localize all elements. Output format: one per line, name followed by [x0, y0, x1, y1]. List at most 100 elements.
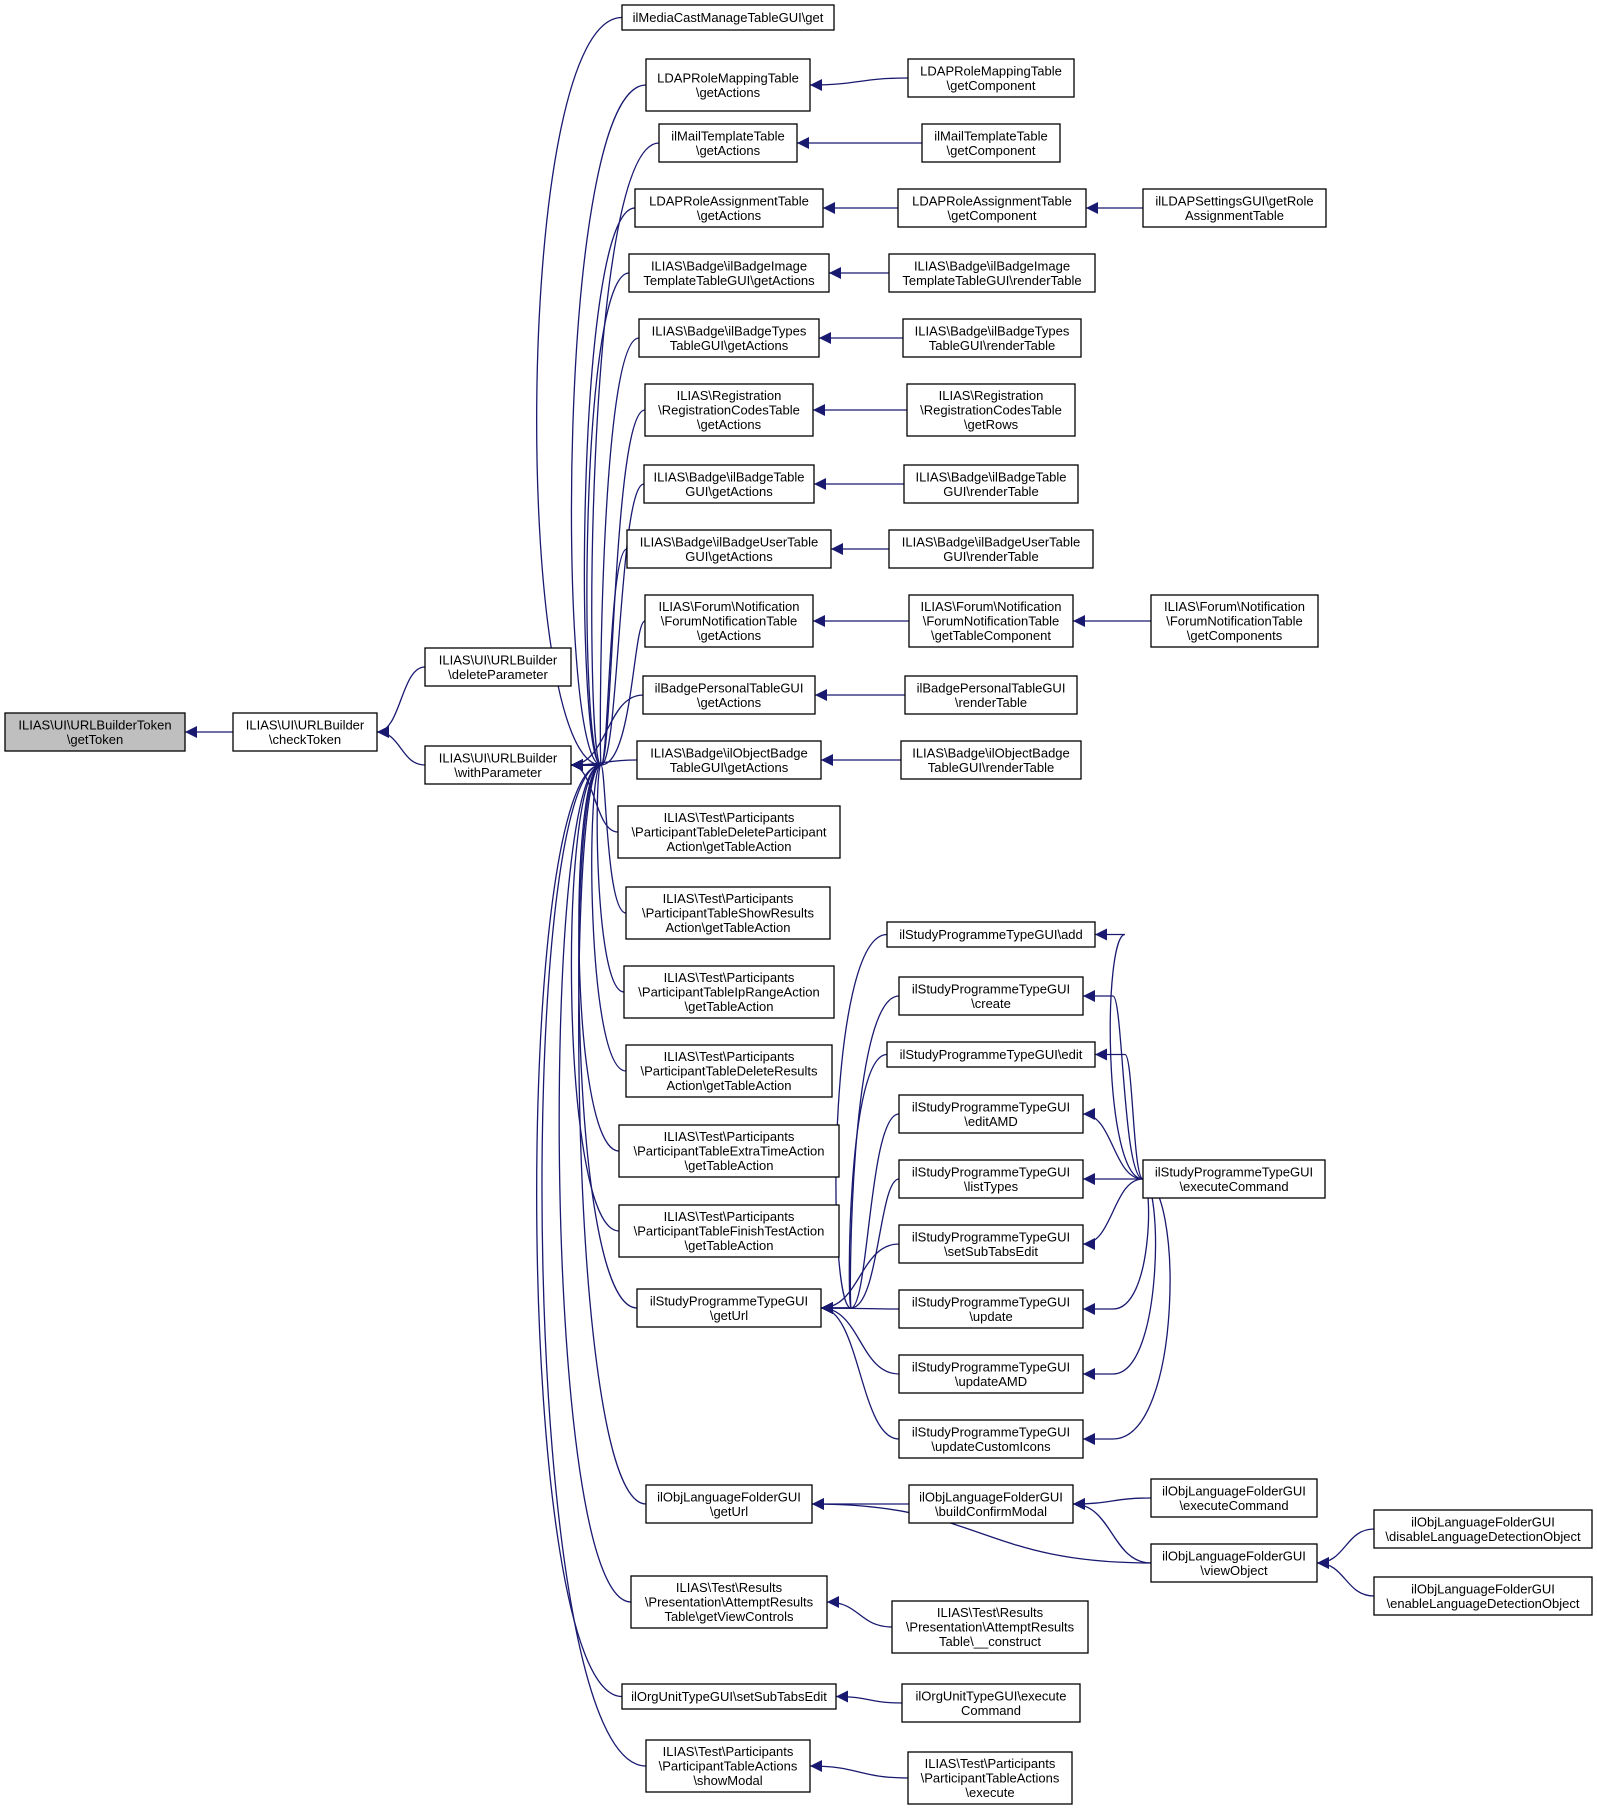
graph-node-n7[interactable]: ilMailTemplateTable\getActions	[658, 123, 798, 163]
node-label: TableGUI\getActions	[670, 338, 789, 353]
graph-node-n38[interactable]: ilStudyProgrammeTypeGUI\edit	[886, 1041, 1096, 1068]
node-label: ILIAS\Registration	[939, 388, 1044, 403]
node-label: ilObjLanguageFolderGUI	[657, 1489, 801, 1504]
graph-node-n32[interactable]: ILIAS\Test\Participants\ParticipantTable…	[625, 1044, 833, 1098]
graph-node-n29[interactable]: ILIAS\Test\Participants\ParticipantTable…	[617, 805, 841, 859]
node-box	[232, 712, 378, 752]
graph-node-n2[interactable]: ILIAS\UI\URLBuilder\deleteParameter	[424, 647, 572, 687]
graph-node-n52[interactable]: ILIAS\Test\Results\Presentation\AttemptR…	[630, 1575, 828, 1629]
graph-node-n21[interactable]: ILIAS\Badge\ilBadgeUserTableGUI\renderTa…	[888, 529, 1094, 569]
graph-node-n34[interactable]: ILIAS\Test\Participants\ParticipantTable…	[618, 1204, 840, 1258]
graph-node-n53[interactable]: ILIAS\Test\Results\Presentation\AttemptR…	[891, 1600, 1089, 1654]
graph-node-n44[interactable]: ilStudyProgrammeTypeGUI\updateCustomIcon…	[898, 1419, 1084, 1459]
node-label: Action\getTableAction	[666, 839, 791, 854]
graph-node-n49[interactable]: ilObjLanguageFolderGUI\viewObject	[1150, 1543, 1318, 1583]
node-label: \updateAMD	[955, 1374, 1027, 1389]
graph-node-n4[interactable]: ilMediaCastManageTableGUI\get	[621, 4, 835, 31]
graph-node-n45[interactable]: ilStudyProgrammeTypeGUI\executeCommand	[1142, 1159, 1326, 1199]
graph-node-n13[interactable]: ILIAS\Badge\ilBadgeImageTemplateTableGUI…	[888, 253, 1096, 293]
node-label: ILIAS\Test\Participants	[925, 1756, 1056, 1771]
graph-node-n35[interactable]: ilStudyProgrammeTypeGUI\getUrl	[636, 1288, 822, 1328]
graph-node-n42[interactable]: ilStudyProgrammeTypeGUI\update	[898, 1289, 1084, 1329]
node-label: \getComponent	[948, 208, 1037, 223]
node-label: ILIAS\UI\URLBuilder	[246, 717, 365, 732]
node-label: \deleteParameter	[448, 667, 548, 682]
graph-node-n28[interactable]: ILIAS\Badge\ilObjectBadgeTableGUI\render…	[900, 740, 1082, 780]
graph-node-n26[interactable]: ilBadgePersonalTableGUI\renderTable	[904, 675, 1078, 715]
node-label: GUI\getActions	[685, 484, 773, 499]
graph-node-n15[interactable]: ILIAS\Badge\ilBadgeTypesTableGUI\renderT…	[902, 318, 1082, 358]
node-box	[644, 594, 814, 648]
graph-node-n10[interactable]: LDAPRoleAssignmentTable\getComponent	[897, 188, 1087, 228]
graph-node-n12[interactable]: ILIAS\Badge\ilBadgeImageTemplateTableGUI…	[628, 253, 830, 293]
graph-node-n24[interactable]: ILIAS\Forum\Notification\ForumNotificati…	[1150, 594, 1319, 648]
node-label: ilMailTemplateTable	[934, 128, 1047, 143]
graph-node-n36[interactable]: ilStudyProgrammeTypeGUI\add	[886, 921, 1096, 948]
node-label: LDAPRoleMappingTable	[657, 70, 799, 85]
node-label: ilOrgUnitTypeGUI\setSubTabsEdit	[631, 1689, 827, 1704]
node-label: \executeCommand	[1179, 1498, 1288, 1513]
graph-node-n30[interactable]: ILIAS\Test\Participants\ParticipantTable…	[625, 886, 831, 940]
node-label: ILIAS\Test\Participants	[664, 1129, 795, 1144]
graph-node-n3[interactable]: ILIAS\UI\URLBuilder\withParameter	[424, 745, 572, 785]
graph-node-n14[interactable]: ILIAS\Badge\ilBadgeTypesTableGUI\getActi…	[638, 318, 820, 358]
graph-node-n8[interactable]: ilMailTemplateTable\getComponent	[921, 123, 1061, 163]
graph-node-n23[interactable]: ILIAS\Forum\Notification\ForumNotificati…	[908, 594, 1074, 648]
graph-node-n54[interactable]: ilOrgUnitTypeGUI\setSubTabsEdit	[621, 1683, 837, 1710]
graph-node-n20[interactable]: ILIAS\Badge\ilBadgeUserTableGUI\getActio…	[626, 529, 832, 569]
node-label: \ForumNotificationTable	[923, 614, 1060, 629]
graph-node-n5[interactable]: LDAPRoleMappingTable\getActions	[645, 58, 811, 112]
graph-node-n37[interactable]: ilStudyProgrammeTypeGUI\create	[898, 976, 1084, 1016]
graph-edge-54	[1083, 1178, 1150, 1315]
graph-node-n9[interactable]: LDAPRoleAssignmentTable\getActions	[634, 188, 824, 228]
edges	[185, 16, 1375, 1779]
node-label: AssignmentTable	[1185, 208, 1284, 223]
node-box	[901, 1683, 1081, 1723]
graph-node-n51[interactable]: ilObjLanguageFolderGUI\enableLanguageDet…	[1373, 1576, 1593, 1616]
graph-node-n43[interactable]: ilStudyProgrammeTypeGUI\updateAMD	[898, 1354, 1084, 1394]
graph-node-n50[interactable]: ilObjLanguageFolderGUI\disableLanguageDe…	[1373, 1509, 1593, 1549]
graph-node-n16[interactable]: ILIAS\Registration\RegistrationCodesTabl…	[644, 383, 814, 437]
graph-edge-3	[536, 16, 623, 771]
node-label: ILIAS\Badge\ilBadgeTypes	[915, 323, 1070, 338]
graph-node-n1[interactable]: ILIAS\UI\URLBuilder\checkToken	[232, 712, 378, 752]
node-box	[886, 1041, 1096, 1068]
graph-edge-26	[809, 77, 909, 91]
graph-node-n47[interactable]: ilObjLanguageFolderGUI\buildConfirmModal	[908, 1484, 1074, 1524]
graph-node-n27[interactable]: ILIAS\Badge\ilObjectBadgeTableGUI\getAct…	[636, 740, 822, 780]
graph-node-n55[interactable]: ilOrgUnitTypeGUI\executeCommand	[901, 1683, 1081, 1723]
graph-node-n41[interactable]: ilStudyProgrammeTypeGUI\setSubTabsEdit	[898, 1224, 1084, 1264]
graph-node-n46[interactable]: ilObjLanguageFolderGUI\getUrl	[645, 1484, 813, 1524]
graph-node-n48[interactable]: ilObjLanguageFolderGUI\executeCommand	[1150, 1478, 1318, 1518]
node-box	[888, 529, 1094, 569]
graph-node-n56[interactable]: ILIAS\Test\Participants\ParticipantTable…	[645, 1739, 811, 1793]
node-box	[424, 647, 572, 687]
node-label: ilObjLanguageFolderGUI	[1411, 1514, 1555, 1529]
graph-node-n40[interactable]: ilStudyProgrammeTypeGUI\listTypes	[898, 1159, 1084, 1199]
graph-node-n31[interactable]: ILIAS\Test\Participants\ParticipantTable…	[623, 965, 835, 1019]
graph-node-n22[interactable]: ILIAS\Forum\Notification\ForumNotificati…	[644, 594, 814, 648]
node-box	[645, 1484, 813, 1524]
graph-node-n17[interactable]: ILIAS\Registration\RegistrationCodesTabl…	[906, 383, 1076, 437]
node-box	[886, 921, 1096, 948]
node-label: \update	[969, 1309, 1012, 1324]
graph-node-n39[interactable]: ilStudyProgrammeTypeGUI\editAMD	[898, 1094, 1084, 1134]
graph-edge-22	[571, 759, 647, 1505]
graph-node-n33[interactable]: ILIAS\Test\Participants\ParticipantTable…	[618, 1124, 840, 1178]
node-label: LDAPRoleAssignmentTable	[649, 193, 809, 208]
node-box	[638, 318, 820, 358]
node-label: \execute	[965, 1785, 1014, 1800]
graph-node-n57[interactable]: ILIAS\Test\Participants\ParticipantTable…	[907, 1751, 1073, 1805]
graph-node-n6[interactable]: LDAPRoleMappingTable\getComponent	[907, 58, 1075, 98]
node-label: \enableLanguageDetectionObject	[1387, 1596, 1580, 1611]
node-label: ILIAS\Badge\ilObjectBadge	[912, 745, 1070, 760]
node-label: TableGUI\renderTable	[928, 760, 1054, 775]
node-label: \getActions	[697, 208, 762, 223]
node-label: GUI\renderTable	[943, 484, 1038, 499]
graph-node-n25[interactable]: ilBadgePersonalTableGUI\getActions	[642, 675, 816, 715]
graph-node-n0[interactable]: ILIAS\UI\URLBuilderToken\getToken	[4, 712, 186, 752]
node-label: ILIAS\UI\URLBuilderToken	[18, 717, 171, 732]
